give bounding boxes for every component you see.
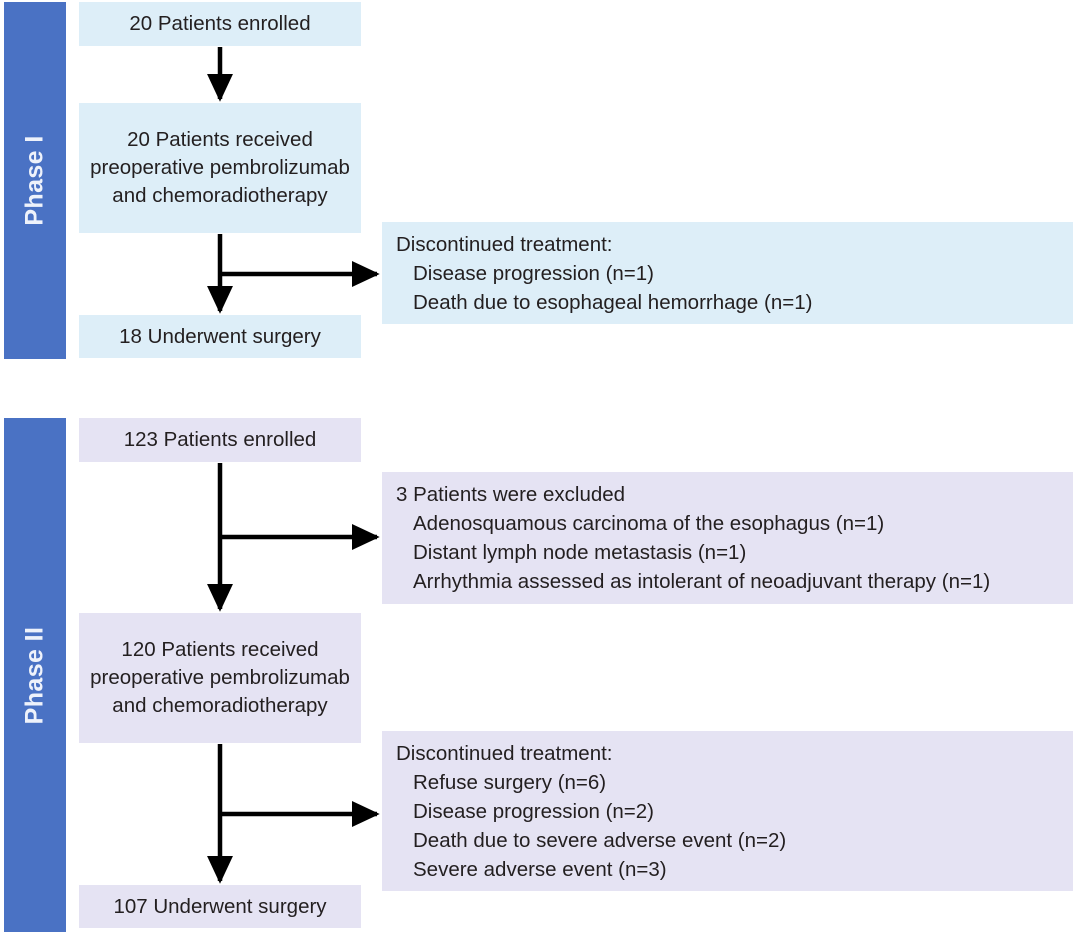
phase-2-enrolled-text: 123 Patients enrolled: [123, 428, 317, 451]
phase-1-discontinued-heading: Discontinued treatment:: [396, 232, 613, 256]
phase-2-bar: Phase II: [4, 418, 66, 932]
phase-2-discontinued-item: Refuse surgery (n=6): [413, 770, 607, 794]
phase-1-received-treatment-box: 20 Patients received preoperative pembro…: [79, 103, 361, 233]
phase-2-discontinued-box: Discontinued treatment: Refuse surgery (…: [382, 731, 1073, 891]
phase-2-enrolled-box: 123 Patients enrolled: [79, 418, 361, 462]
phase-2-discontinued-item: Severe adverse event (n=3): [413, 857, 667, 881]
phase-2-received-treatment-box: 120 Patients received preoperative pembr…: [79, 613, 361, 743]
phase-2-discontinued-heading: Discontinued treatment:: [396, 741, 613, 765]
phase-1-discontinued-box: Discontinued treatment: Disease progress…: [382, 222, 1073, 324]
phase-1-bar: Phase I: [4, 2, 66, 359]
phase-2-discontinued-item: Disease progression (n=2): [413, 799, 654, 823]
phase-2-excluded-box: 3 Patients were excluded Adenosquamous c…: [382, 472, 1073, 604]
phase-2-received-treatment-text: 120 Patients received preoperative pembr…: [90, 638, 350, 717]
phase-1-surgery-text: 18 Underwent surgery: [119, 324, 321, 348]
phase-1-discontinued-item: Death due to esophageal hemorrhage (n=1): [413, 290, 813, 314]
phase-1-received-treatment-text: 20 Patients received preoperative pembro…: [90, 128, 350, 207]
phase-1-label: Phase I: [20, 135, 49, 226]
phase-1-discontinued-item: Disease progression (n=1): [413, 261, 654, 285]
phase-2-surgery-text: 107 Underwent surgery: [113, 894, 327, 918]
phase-1-enrolled-text: 20 Patients enrolled: [129, 12, 311, 35]
phase-2-surgery-box: 107 Underwent surgery: [79, 885, 361, 928]
phase-2-discontinued-item: Death due to severe adverse event (n=2): [413, 828, 787, 852]
phase-2-excluded-item: Adenosquamous carcinoma of the esophagus…: [413, 512, 885, 535]
phase-2-excluded-item: Arrhythmia assessed as intolerant of neo…: [413, 570, 991, 593]
phase-1-enrolled-box: 20 Patients enrolled: [79, 2, 361, 46]
phase-2-excluded-heading: 3 Patients were excluded: [396, 483, 626, 506]
phase-1-surgery-box: 18 Underwent surgery: [79, 315, 361, 358]
phase-2-excluded-item: Distant lymph node metastasis (n=1): [413, 541, 747, 564]
phase-2-label: Phase II: [20, 626, 49, 724]
